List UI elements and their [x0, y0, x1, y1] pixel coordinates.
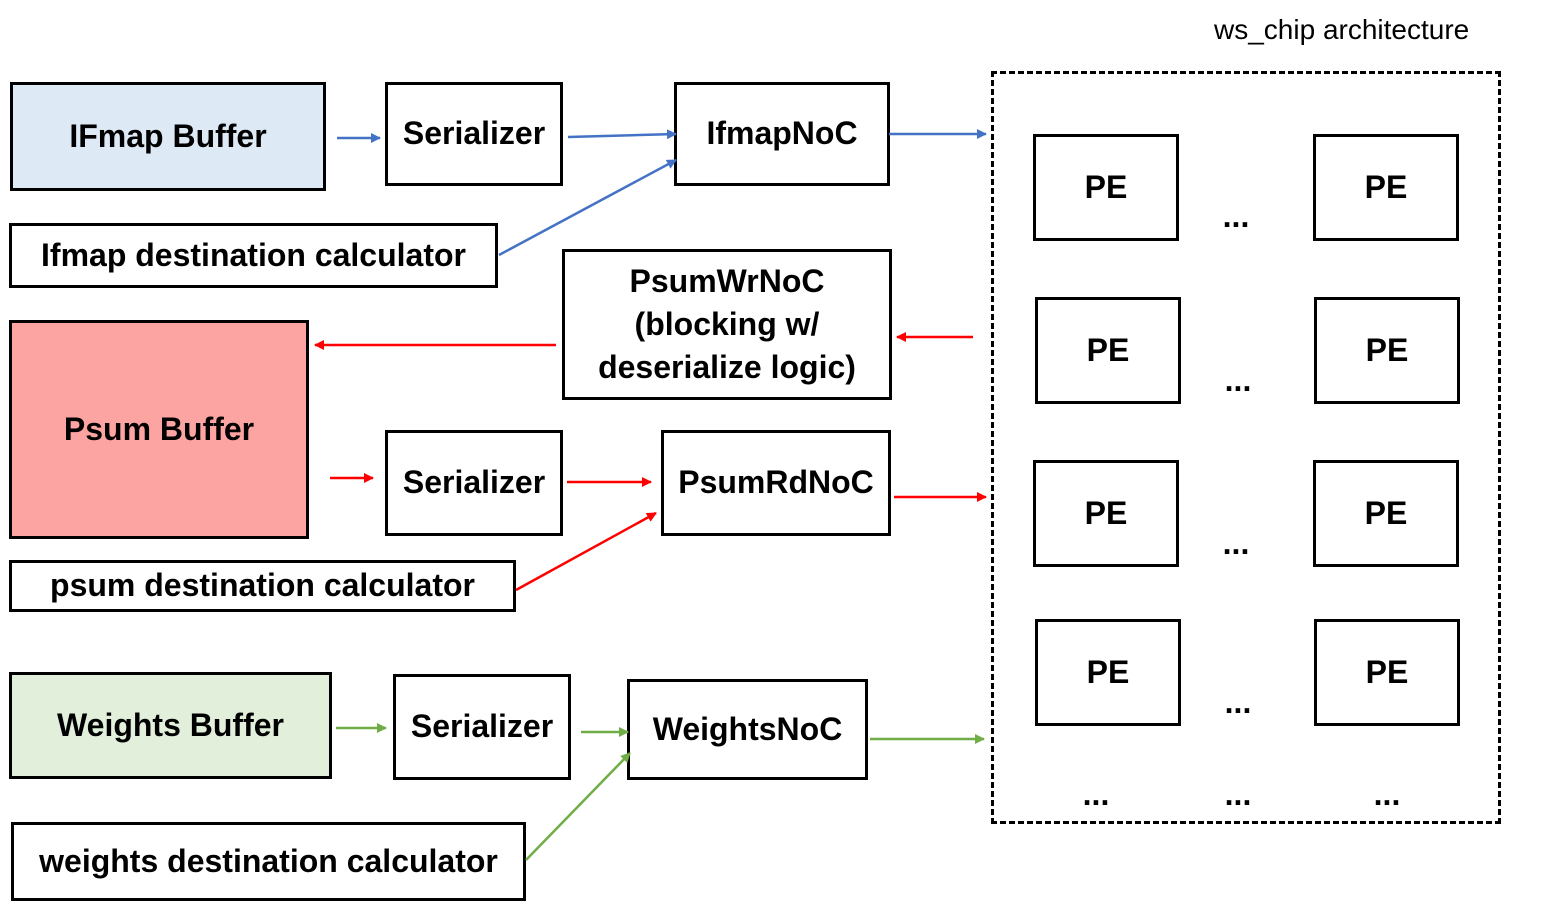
ifmap-serializer: Serializer — [385, 82, 563, 186]
ellipsis: ... — [1224, 776, 1252, 812]
psum-destination-calculator: psum destination calculator — [9, 560, 516, 612]
psum-wr-noc: PsumWrNoC (blocking w/ deserialize logic… — [562, 249, 892, 400]
ellipsis: ... — [1224, 684, 1252, 720]
weights-serializer: Serializer — [393, 674, 571, 780]
pe: PE — [1035, 297, 1181, 404]
pe: PE — [1033, 460, 1179, 567]
psum-wr-noc-line1: PsumWrNoC — [629, 262, 825, 299]
pe: PE — [1033, 134, 1179, 241]
psum-buffer: Psum Buffer — [9, 320, 309, 539]
weights-buffer: Weights Buffer — [9, 672, 332, 779]
ellipsis: ... — [1082, 776, 1110, 812]
ellipsis: ... — [1222, 198, 1250, 234]
psum-wr-noc-line3: deserialize logic) — [598, 349, 856, 386]
diagram-title: ws_chip architecture — [1214, 14, 1470, 45]
ellipsis: ... — [1224, 362, 1252, 398]
arrow-ifmap-serializer-to-noc — [567, 129, 677, 140]
pe: PE — [1035, 619, 1181, 726]
arrow-ifmap-calc-to-noc — [498, 158, 677, 257]
pe: PE — [1314, 619, 1460, 726]
pe: PE — [1313, 134, 1459, 241]
psum-wr-noc-line2: (blocking w/ — [634, 305, 820, 342]
psum-rd-noc: PsumRdNoC — [661, 430, 891, 536]
weights-destination-calculator: weights destination calculator — [11, 822, 526, 901]
arrow-psum-calc-to-noc — [515, 511, 657, 592]
ellipsis: ... — [1222, 525, 1250, 561]
arrow-weights-calc-to-noc — [525, 752, 631, 861]
weights-noc: WeightsNoC — [627, 679, 868, 780]
pe: PE — [1314, 297, 1460, 404]
psum-serializer: Serializer — [385, 430, 563, 536]
pe: PE — [1313, 460, 1459, 567]
ifmap-destination-calculator: Ifmap destination calculator — [9, 223, 498, 288]
ifmap-buffer: IFmap Buffer — [10, 82, 326, 191]
ellipsis: ... — [1373, 776, 1401, 812]
pe-array-frame — [991, 71, 1501, 824]
